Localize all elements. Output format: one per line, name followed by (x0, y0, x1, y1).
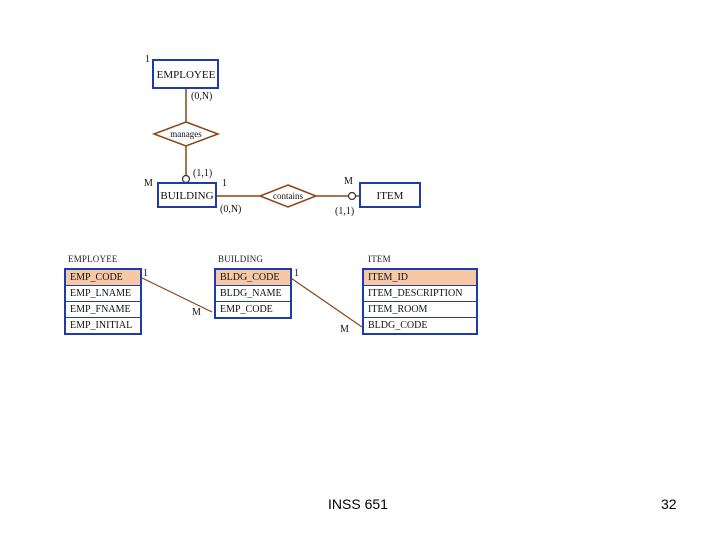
link-emp-many: M (192, 307, 201, 318)
item-table-title: ITEM (368, 254, 391, 264)
manages-label: manages (170, 129, 202, 139)
employee-column-row: EMP_INITIAL (70, 320, 133, 331)
building-column-row: BLDG_NAME (216, 286, 290, 302)
link-emp-one: 1 (143, 268, 148, 279)
card-building-contains: (0,N) (220, 204, 241, 215)
item-column-row: ITEM_DESCRIPTION (364, 286, 476, 302)
building-to-item-link (287, 275, 363, 328)
item-optional-circle (347, 191, 357, 201)
item-column-row: ITEM_ID (364, 270, 476, 286)
card-building-manages: (1,1) (193, 168, 212, 179)
building-entity-label: BUILDING (160, 190, 213, 202)
card-employee-top: 1 (145, 54, 150, 65)
item-entity-box (359, 182, 421, 208)
employee-table-title: EMPLOYEE (68, 254, 118, 264)
building-column-row: BLDG_CODE (216, 270, 290, 286)
building-entity-box (157, 182, 217, 208)
card-item-contains: (1,1) (335, 206, 354, 217)
page-number: 32 (661, 496, 677, 512)
contains-label: contains (273, 191, 303, 201)
card-building-right: 1 (222, 178, 227, 189)
employee-column-row: EMP_CODE (66, 270, 140, 286)
card-employee-manages: (0,N) (191, 91, 212, 102)
emp-to-building-link (137, 275, 213, 313)
employee-column-row: EMP_LNAME (66, 286, 140, 302)
employee-column-row: EMP_FNAME (66, 302, 140, 318)
building-column-row: EMP_CODE (220, 304, 273, 315)
card-building-left: M (144, 178, 153, 189)
item-column-row: BLDG_CODE (368, 320, 428, 331)
card-item-left: M (344, 176, 353, 187)
link-bldg-one: 1 (294, 268, 299, 279)
item-column-row: ITEM_ROOM (364, 302, 476, 318)
link-bldg-many: M (340, 324, 349, 335)
manages-relationship (151, 121, 221, 147)
building-optional-circle (181, 174, 191, 184)
item-entity-label: ITEM (377, 190, 404, 202)
employee-entity-box (152, 59, 219, 89)
footer-course: INSS 651 (328, 496, 388, 512)
building-table-title: BUILDING (218, 254, 264, 264)
employee-entity-label: EMPLOYEE (157, 69, 216, 81)
contains-relationship (257, 184, 319, 208)
